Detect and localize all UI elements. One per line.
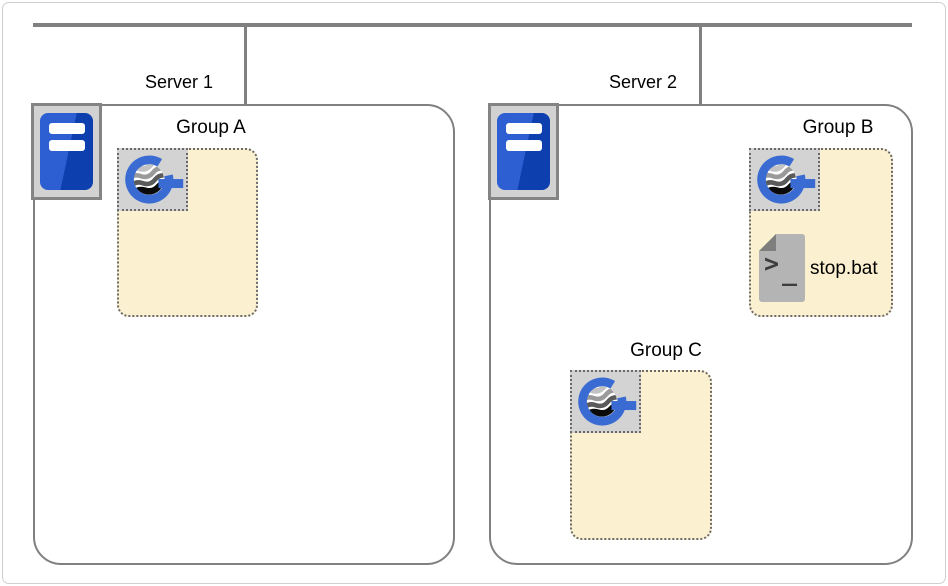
g-globe-icon	[749, 148, 820, 211]
prompt-glyph: >	[764, 249, 780, 278]
group-a-box	[117, 148, 258, 317]
network-bus-line	[33, 23, 912, 27]
cursor-glyph: _	[782, 257, 798, 286]
server-unit-graphic	[497, 113, 550, 190]
command-file-icon: > _	[759, 234, 805, 302]
server-slot-bar	[49, 140, 85, 151]
server2-drop-line	[699, 25, 702, 104]
server1-label: Server 1	[144, 72, 214, 92]
group-b-box: > _ stop.bat	[749, 148, 893, 317]
g-globe-icon	[570, 370, 641, 433]
server-slot-bar	[506, 123, 542, 134]
server-icon	[488, 103, 559, 200]
server1-drop-line	[244, 25, 247, 104]
server-icon	[31, 103, 102, 200]
group-a-label: Group A	[176, 117, 246, 138]
server-slot-bar	[49, 123, 85, 134]
server-slot-bar	[506, 140, 542, 151]
group-c-box	[570, 370, 712, 540]
group-b-label: Group B	[802, 117, 874, 138]
g-globe-icon	[117, 148, 188, 211]
server-unit-graphic	[40, 113, 93, 190]
server2-label: Server 2	[608, 72, 678, 92]
file-label: stop.bat	[810, 258, 878, 279]
group-c-label: Group C	[630, 340, 702, 361]
